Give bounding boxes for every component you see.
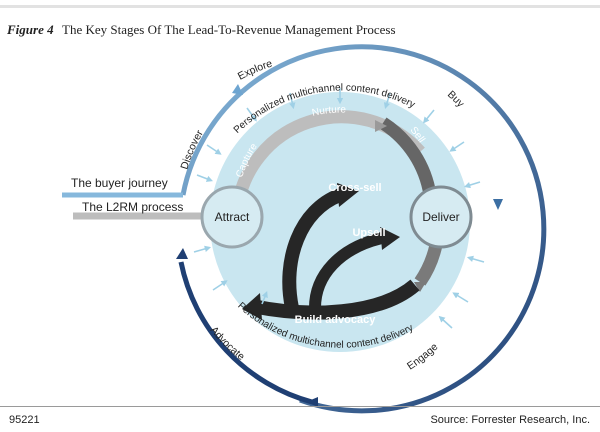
attract-circle <box>200 185 264 249</box>
inbound-arrow-icon <box>212 280 228 291</box>
inbound-arrow-icon <box>452 292 469 303</box>
stage-advocate: Advocate <box>208 324 247 363</box>
deliver-node: Deliver <box>409 185 473 249</box>
cross-sell-arrowhead-icon <box>337 183 359 207</box>
upsell-arrow <box>309 232 384 309</box>
header-rule <box>0 5 600 8</box>
inbound-arrow-icon <box>466 255 485 263</box>
stage-engage: Engage <box>405 341 441 373</box>
cross-sell-arrow <box>282 188 343 310</box>
footer-rule <box>0 406 600 407</box>
outer-ring-arc-return <box>178 261 313 405</box>
footer-source: Source: Forrester Research, Inc. <box>430 414 590 426</box>
inbound-arrow-icon <box>463 181 481 189</box>
attract-node: Attract <box>200 185 264 249</box>
figure-title: The Key Stages Of The Lead-To-Revenue Ma… <box>62 22 396 37</box>
buyer-journey-label: The buyer journey <box>71 176 168 190</box>
inbound-arrow-icon <box>261 291 268 305</box>
inbound-arrow-icon <box>438 315 453 329</box>
outer-ring <box>62 44 547 414</box>
build-advocacy-arrowhead-icon <box>242 293 262 320</box>
inbound-arrow-icon <box>383 92 391 110</box>
inner-ring-sell-segment <box>379 117 437 197</box>
stage-nurture: Nurture <box>311 105 346 119</box>
figure-caption: Figure 4 The Key Stages Of The Lead-To-R… <box>6 21 396 38</box>
deliver-label: Deliver <box>422 210 459 224</box>
figure-number: Figure 4 <box>6 22 54 37</box>
build-advocacy-arrow <box>250 279 420 320</box>
inbound-arrow-icon <box>449 141 465 152</box>
inner-ring <box>73 110 443 292</box>
inbound-arrow-icon <box>193 245 212 253</box>
inbound-arrows <box>193 88 485 329</box>
center-arrows <box>242 183 420 320</box>
cross-sell-label: Cross-sell <box>328 182 381 194</box>
stage-buy: Buy <box>445 88 467 110</box>
inbound-arrow-icon <box>289 92 296 110</box>
inbound-arrow-icon <box>206 144 222 155</box>
inbound-arrow-icon <box>422 109 435 124</box>
upsell-label: Upsell <box>352 227 385 239</box>
footer-id: 95221 <box>9 414 40 426</box>
l2rm-process-label: The L2RM process <box>82 200 183 214</box>
engage-arrowhead-icon <box>306 397 318 407</box>
deliver-circle <box>409 185 473 249</box>
upsell-arrowhead-icon <box>380 227 400 250</box>
outer-ring-arc-main <box>180 44 547 414</box>
nurture-arrowhead-icon <box>375 120 387 132</box>
inbound-arrow-icon <box>246 107 257 122</box>
inbound-arrow-icon <box>196 174 213 182</box>
advocate-arrowhead-icon <box>176 248 188 259</box>
buy-arrowhead-icon <box>493 199 503 210</box>
attract-label: Attract <box>215 210 250 224</box>
explore-arrowhead-icon <box>232 84 243 95</box>
deliver-arrowhead-icon <box>414 282 426 292</box>
build-advocacy-label: Build advocacy <box>295 314 377 326</box>
